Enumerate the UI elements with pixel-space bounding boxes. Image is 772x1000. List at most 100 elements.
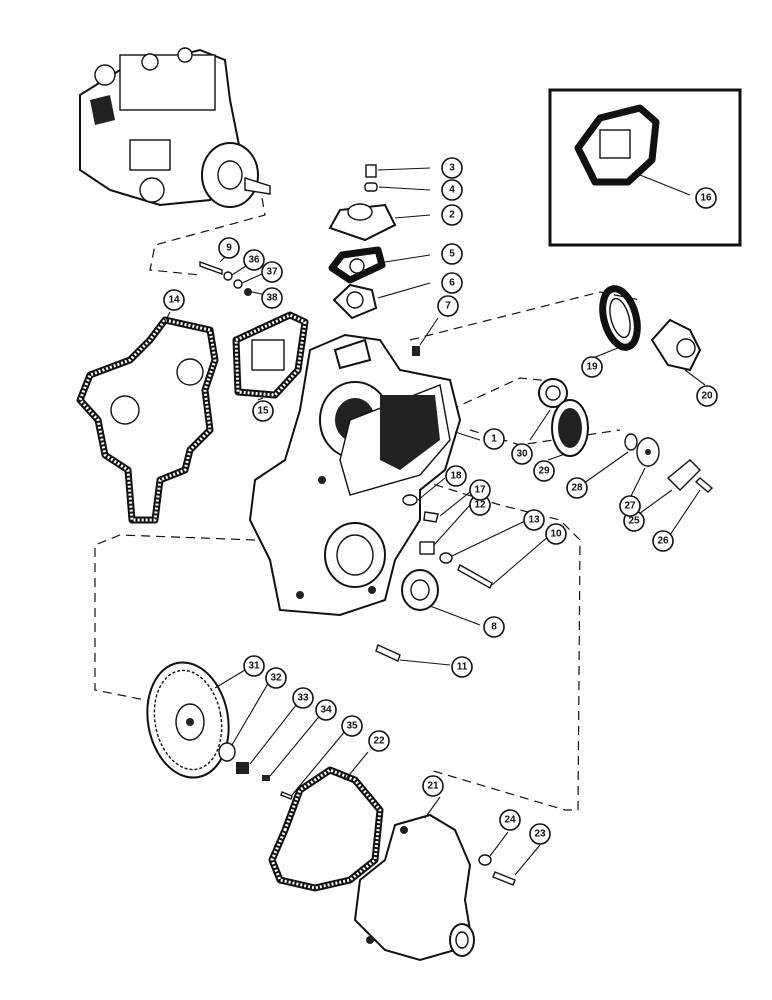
injection-pump	[79, 47, 271, 208]
callout-circle	[499, 809, 521, 831]
callout-number: 28	[571, 483, 583, 494]
callout-circle	[341, 715, 363, 737]
callout-number: 12	[474, 500, 486, 511]
callout-38: 38	[261, 287, 283, 309]
callout-number: 26	[657, 536, 669, 547]
callout-4: 4	[441, 179, 463, 201]
gasket-14	[76, 311, 219, 524]
callout-number: 21	[427, 781, 439, 792]
callout-number: 19	[586, 362, 598, 373]
callout-1: 1	[483, 428, 505, 450]
callout-36: 36	[243, 249, 265, 271]
callout-17: 17	[469, 479, 491, 501]
callout-number: 36	[248, 255, 260, 266]
callout-layer: 1234567891011121314151617181920212223242…	[163, 157, 718, 845]
callout-number: 6	[449, 278, 455, 289]
callout-number: 38	[266, 293, 278, 304]
callout-37: 37	[261, 261, 283, 283]
callout-circle	[261, 261, 283, 283]
callout-circle	[441, 157, 463, 179]
callout-number: 10	[550, 529, 562, 540]
callout-number: 9	[226, 243, 232, 254]
callout-19: 19	[581, 356, 603, 378]
thermostat-group	[328, 164, 439, 356]
callout-circle	[265, 667, 287, 689]
callout-16: 16	[695, 187, 717, 209]
callout-number: 30	[516, 449, 528, 460]
callout-number: 24	[504, 815, 516, 826]
callout-circle	[533, 460, 555, 482]
callout-13: 13	[523, 509, 545, 531]
hardware-23-24	[478, 831, 541, 886]
callout-number: 35	[346, 721, 358, 732]
callout-circle	[441, 179, 463, 201]
callout-number: 32	[270, 673, 282, 684]
callout-number: 3	[449, 163, 455, 174]
callout-number: 29	[538, 466, 550, 477]
callout-circle	[511, 443, 533, 465]
callout-circle	[451, 656, 473, 678]
callout-21: 21	[422, 775, 444, 797]
callout-7: 7	[437, 295, 459, 317]
cam-gear-group	[146, 661, 347, 800]
timing-gear-housing	[248, 333, 481, 617]
callout-number: 1	[491, 434, 497, 445]
callout-number: 13	[528, 515, 540, 526]
callout-14: 14	[163, 289, 185, 311]
callout-number: 23	[534, 829, 546, 840]
callout-28: 28	[566, 477, 588, 499]
callout-31: 31	[243, 655, 265, 677]
callout-34: 34	[315, 699, 337, 721]
callout-15: 15	[252, 400, 274, 422]
callout-circle	[441, 243, 463, 265]
callout-circle	[441, 204, 463, 226]
callout-circle	[163, 289, 185, 311]
callout-20: 20	[696, 385, 718, 407]
inset-box	[548, 88, 742, 247]
callout-10: 10	[545, 523, 567, 545]
callout-number: 20	[701, 391, 713, 402]
callout-circle	[652, 530, 674, 552]
callout-circle	[695, 187, 717, 209]
callout-circle	[243, 249, 265, 271]
callout-11: 11	[451, 656, 473, 678]
callout-circle	[368, 730, 390, 752]
callout-number: 33	[297, 693, 309, 704]
right-hardware	[529, 285, 714, 536]
callout-2: 2	[441, 204, 463, 226]
callout-27: 27	[619, 495, 641, 517]
callout-circle	[483, 616, 505, 638]
callout-circle	[437, 295, 459, 317]
callout-3: 3	[441, 157, 463, 179]
callout-number: 27	[624, 501, 636, 512]
cover-21	[353, 796, 475, 962]
callout-number: 8	[491, 622, 497, 633]
callout-circle	[529, 823, 551, 845]
callout-35: 35	[341, 715, 363, 737]
callout-number: 11	[457, 662, 468, 673]
gasket-22	[268, 751, 384, 892]
callout-circle	[619, 495, 641, 517]
callout-number: 7	[445, 301, 451, 312]
callout-29: 29	[533, 460, 555, 482]
callout-circle	[581, 356, 603, 378]
callout-circle	[566, 477, 588, 499]
callout-18: 18	[445, 465, 467, 487]
callout-number: 31	[248, 661, 260, 672]
callout-number: 5	[449, 249, 455, 260]
callout-8: 8	[483, 616, 505, 638]
callout-number: 16	[700, 193, 712, 204]
callout-33: 33	[292, 687, 314, 709]
front-hardware	[375, 477, 551, 666]
callout-number: 15	[257, 406, 269, 417]
callout-number: 17	[474, 485, 486, 496]
callout-24: 24	[499, 809, 521, 831]
callout-circle	[696, 385, 718, 407]
callout-number: 14	[168, 295, 180, 306]
callout-number: 2	[449, 210, 455, 221]
callout-number: 37	[266, 267, 278, 278]
callout-number: 25	[628, 516, 640, 527]
callout-number: 18	[450, 471, 462, 482]
callout-23: 23	[529, 823, 551, 845]
callout-circle	[243, 655, 265, 677]
